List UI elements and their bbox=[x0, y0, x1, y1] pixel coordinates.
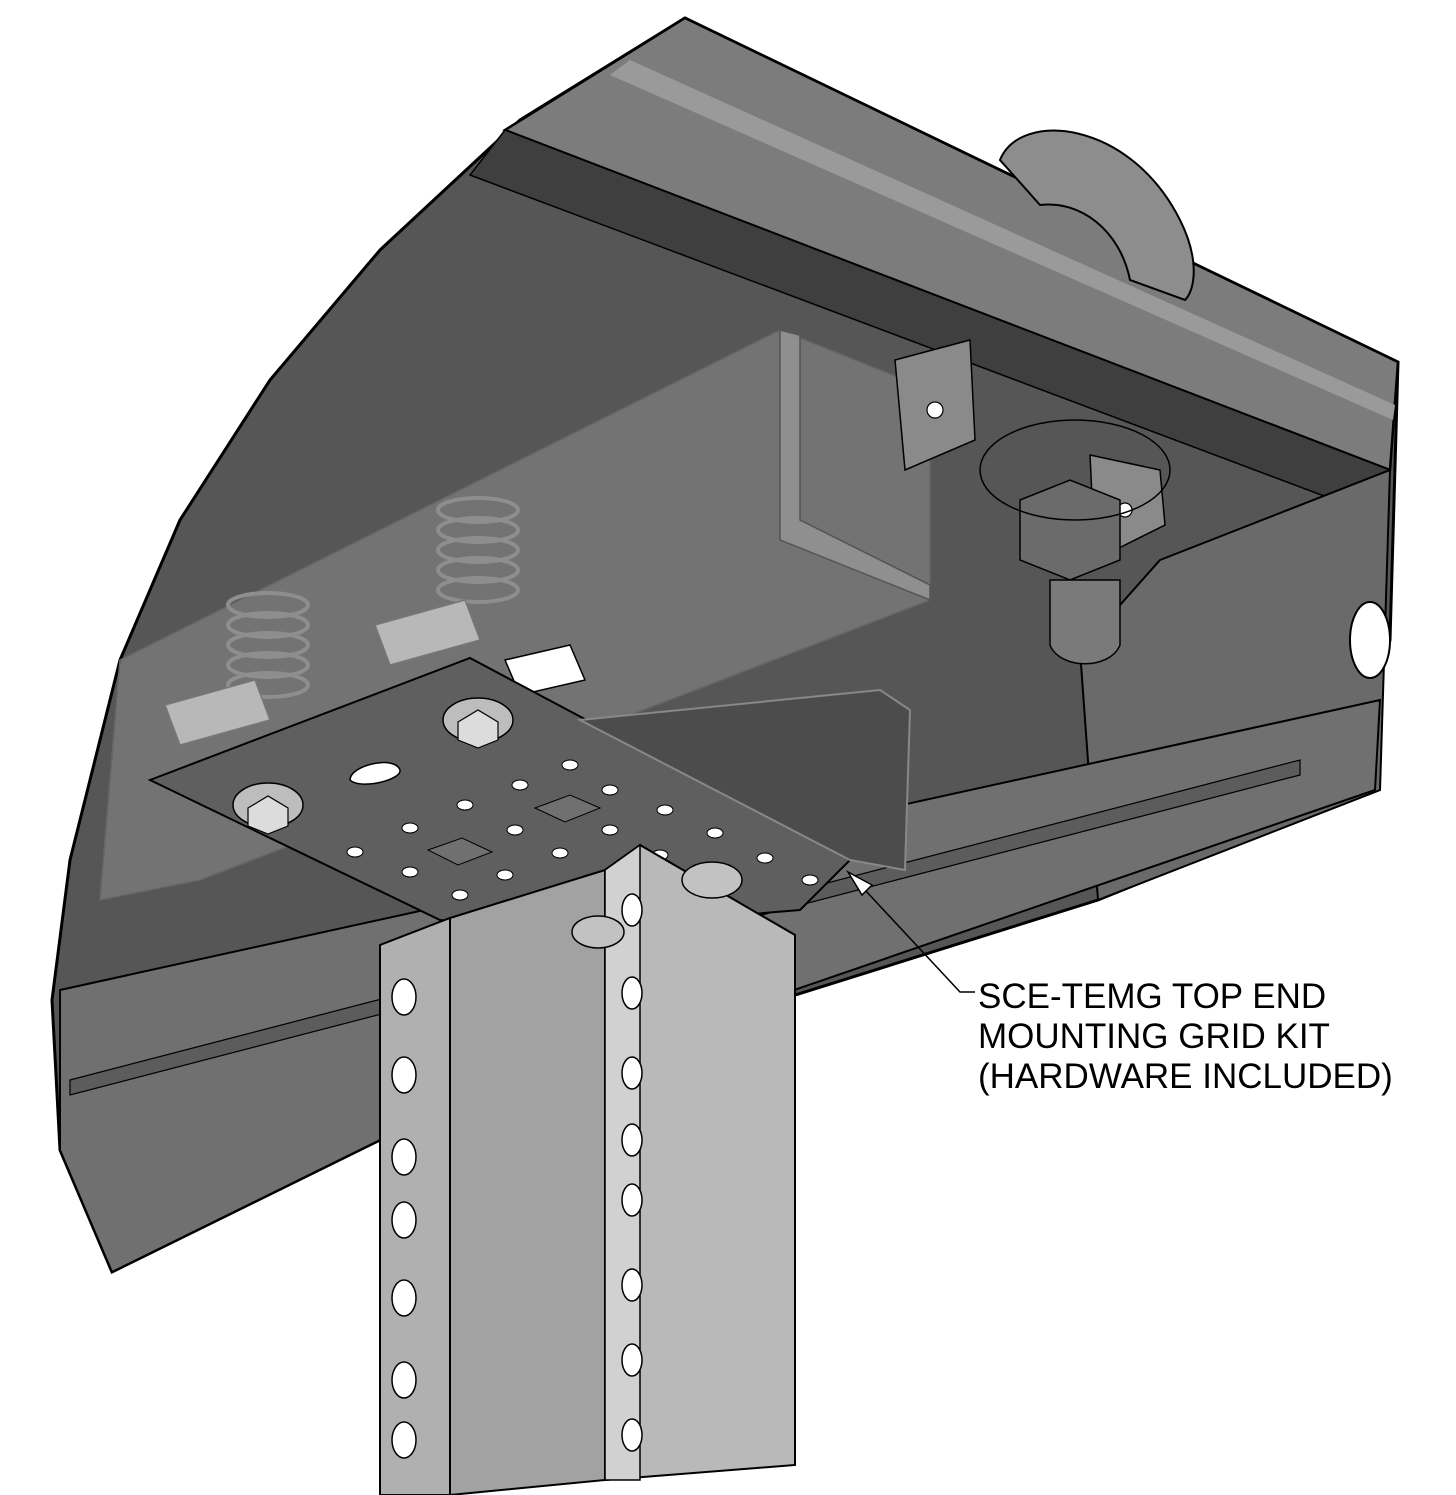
plate-bolt-2 bbox=[232, 782, 304, 835]
top-rail-highlight bbox=[610, 60, 1395, 420]
mounting-grid-plate bbox=[147, 656, 852, 932]
plate-flange bbox=[576, 688, 912, 872]
plate-square-hole bbox=[533, 794, 602, 823]
hex-nut bbox=[1019, 479, 1121, 581]
post-holes-left bbox=[391, 978, 417, 1459]
post-bolt-upper bbox=[681, 861, 743, 899]
callout-label: SCE-TEMG TOP END MOUNTING GRID KIT (HARD… bbox=[978, 977, 1448, 1097]
post-holes-right bbox=[621, 893, 643, 1452]
plate-hole-grid bbox=[346, 759, 819, 906]
lifting-eye bbox=[998, 129, 1195, 302]
stud bbox=[1049, 579, 1121, 665]
callout-line-2: MOUNTING GRID KIT bbox=[978, 1017, 1330, 1056]
bracket-left-hole bbox=[926, 401, 944, 419]
leader-arrowhead bbox=[845, 870, 874, 897]
post-bolt-lower bbox=[571, 915, 625, 949]
spring-right bbox=[436, 496, 520, 604]
strut-channel-lip bbox=[779, 329, 931, 602]
washer bbox=[979, 419, 1171, 521]
channel-nut-right bbox=[374, 599, 481, 666]
plate-square-hole-2 bbox=[426, 837, 494, 866]
callout-line-3: (HARDWARE INCLUDED) bbox=[978, 1057, 1393, 1096]
spring-left bbox=[226, 591, 310, 699]
side-hole bbox=[1349, 601, 1391, 679]
post-center bbox=[449, 868, 606, 1495]
plate-slot bbox=[349, 761, 401, 785]
plate-bolt-1 bbox=[442, 697, 514, 749]
channel-nut-left bbox=[164, 679, 271, 746]
callout-line-1: SCE-TEMG TOP END bbox=[978, 977, 1327, 1016]
leader-line bbox=[864, 889, 975, 993]
